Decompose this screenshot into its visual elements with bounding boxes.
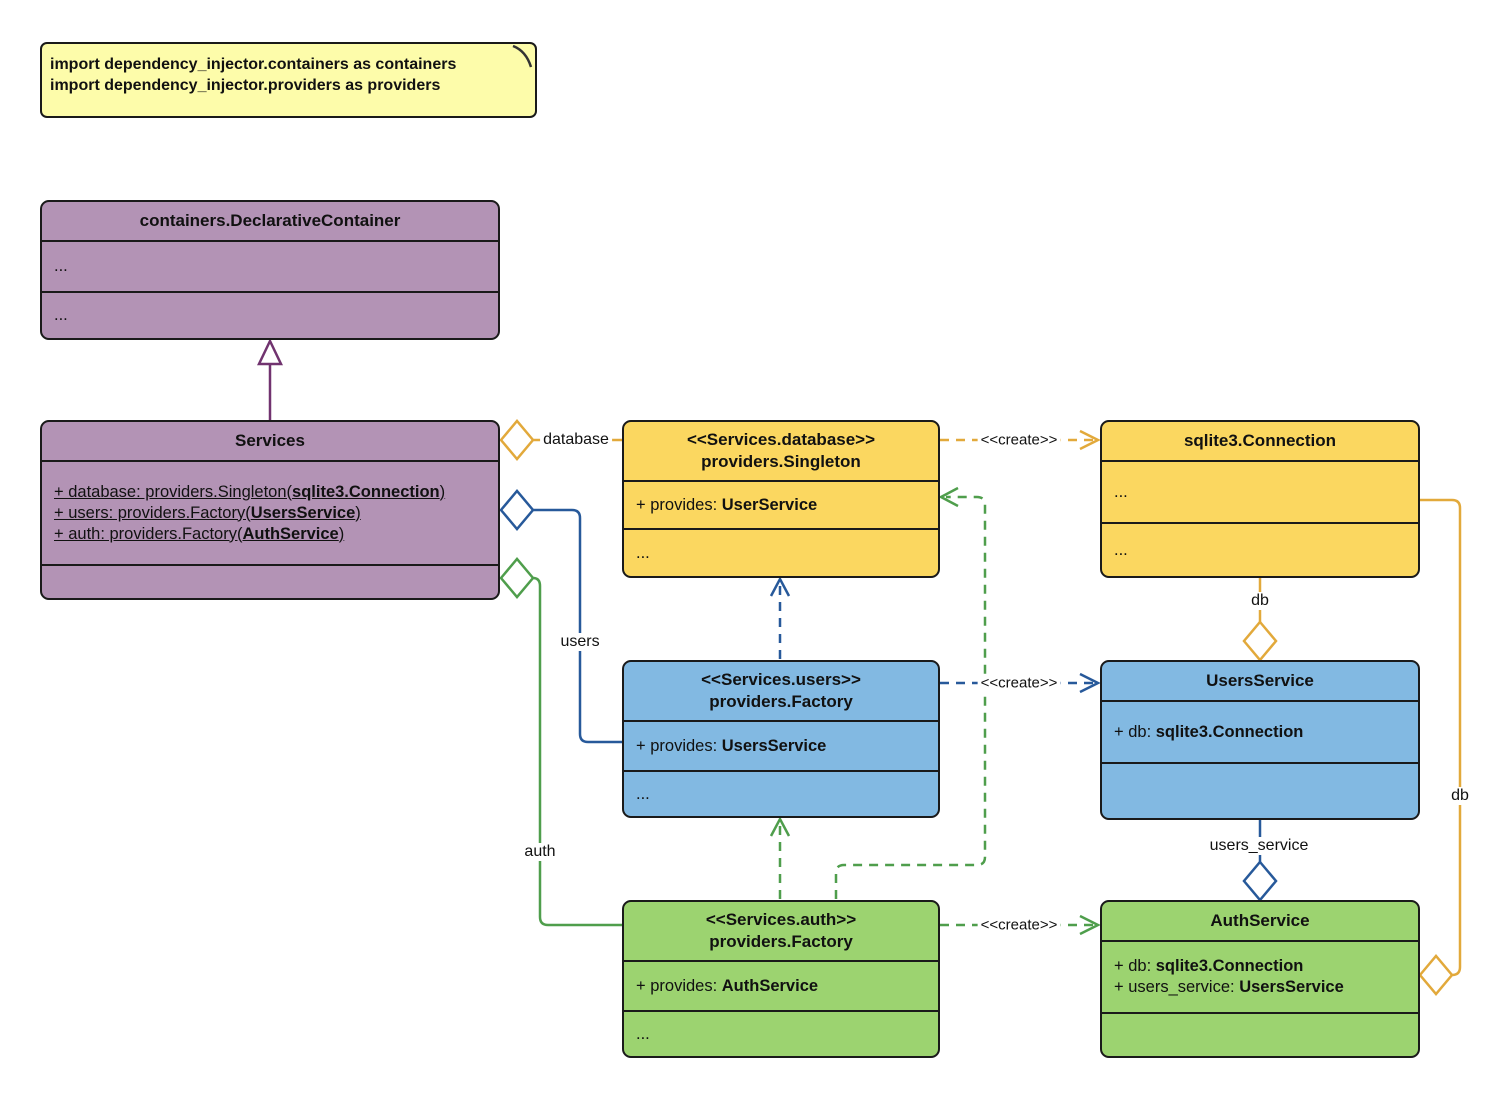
class-sqlite3-connection: sqlite3.Connection ... ... bbox=[1100, 420, 1420, 578]
attribute-provides: + provides: UsersService bbox=[636, 736, 938, 757]
class-section: ... bbox=[624, 1010, 938, 1056]
attr-text: + users_service: bbox=[1114, 978, 1240, 996]
aggregation-diamond-database-icon bbox=[499, 419, 535, 461]
attr-type: UserService bbox=[721, 495, 818, 514]
edge-label-db: db bbox=[1248, 592, 1272, 610]
class-auth-service: AuthService + db: sqlite3.Connection + u… bbox=[1100, 900, 1420, 1058]
class-section: ... bbox=[1102, 522, 1418, 576]
attr-type: sqlite3.Connection bbox=[292, 482, 440, 501]
class-section: ... bbox=[624, 528, 938, 576]
attribute-provides: + provides: UserService bbox=[636, 495, 938, 516]
aggregation-diamond-auth-icon bbox=[499, 557, 535, 599]
class-title: containers.DeclarativeContainer bbox=[139, 211, 401, 230]
edge-label-create-auth: <<create>> bbox=[977, 916, 1061, 934]
class-name: providers.Factory bbox=[709, 692, 853, 711]
edge-label-db-long: db bbox=[1448, 787, 1472, 805]
class-title: <<Services.users>> providers.Factory bbox=[624, 662, 938, 720]
attr-text: + users: providers.Factory( bbox=[54, 503, 251, 522]
edge-label-create-users: <<create>> bbox=[977, 674, 1061, 692]
edge-label-database: database bbox=[540, 431, 612, 449]
arrowhead-right-yellow-icon bbox=[1079, 429, 1101, 451]
attribute-users-service: + users_service: UsersService bbox=[1114, 977, 1418, 998]
arrowhead-right-blue-icon bbox=[1079, 672, 1101, 694]
aggregation-diamond-users-icon bbox=[499, 489, 535, 531]
attribute-db: + db: sqlite3.Connection bbox=[1114, 722, 1418, 743]
class-attributes: + provides: UsersService bbox=[624, 720, 938, 770]
class-title: AuthService bbox=[1210, 911, 1310, 930]
class-section bbox=[1102, 762, 1418, 818]
attribute-users: + users: providers.Factory(UsersService) bbox=[54, 503, 498, 524]
class-attributes: + database: providers.Singleton(sqlite3.… bbox=[42, 460, 498, 564]
attribute-database: + database: providers.Singleton(sqlite3.… bbox=[54, 482, 498, 503]
attribute-db: + db: sqlite3.Connection bbox=[1114, 956, 1418, 977]
class-section: ... bbox=[42, 291, 498, 338]
edge-users bbox=[533, 508, 622, 744]
class-attributes: + provides: AuthService bbox=[624, 960, 938, 1010]
aggregation-diamond-db-icon bbox=[1242, 620, 1278, 662]
class-section: ... bbox=[624, 770, 938, 816]
class-users-service: UsersService + db: sqlite3.Connection bbox=[1100, 660, 1420, 820]
class-singleton-database: <<Services.database>> providers.Singleto… bbox=[622, 420, 940, 578]
attr-text: + provides: bbox=[636, 736, 722, 755]
attr-text: + db: bbox=[1114, 722, 1156, 741]
class-title: Services bbox=[235, 431, 305, 450]
class-title: UsersService bbox=[1206, 671, 1314, 690]
edge-label-users-service: users_service bbox=[1206, 837, 1312, 855]
class-stereotype: <<Services.auth>> bbox=[705, 910, 857, 929]
attr-text: ) bbox=[338, 524, 345, 543]
attr-type: sqlite3.Connection bbox=[1155, 957, 1304, 975]
arrowhead-left-green-icon bbox=[938, 486, 959, 508]
class-section bbox=[42, 564, 498, 598]
attr-text: + auth: providers.Factory( bbox=[54, 524, 243, 543]
import-note: import dependency_injector.containers as… bbox=[40, 42, 537, 118]
class-attributes: + db: sqlite3.Connection bbox=[1102, 700, 1418, 762]
attribute-provides: + provides: AuthService bbox=[636, 976, 938, 997]
aggregation-diamond-db-long-icon bbox=[1418, 954, 1454, 996]
aggregation-diamond-users-service-icon bbox=[1242, 860, 1278, 902]
attr-type: AuthService bbox=[242, 524, 339, 543]
class-attributes: + db: sqlite3.Connection + users_service… bbox=[1102, 940, 1418, 1012]
attribute-auth: + auth: providers.Factory(AuthService) bbox=[54, 524, 498, 545]
arrowhead-right-green-icon bbox=[1079, 914, 1101, 936]
attr-text: + database: providers.Singleton( bbox=[54, 482, 293, 501]
attr-type: UsersService bbox=[1239, 978, 1344, 996]
class-section bbox=[1102, 1012, 1418, 1056]
class-title: sqlite3.Connection bbox=[1183, 431, 1337, 450]
class-section: ... bbox=[42, 240, 498, 291]
class-section: ... bbox=[1102, 460, 1418, 522]
note-fold-icon bbox=[512, 45, 533, 68]
note-line: import dependency_injector.containers as… bbox=[50, 56, 457, 73]
attr-text: ) bbox=[439, 482, 446, 501]
attr-type: AuthService bbox=[721, 976, 819, 995]
arrowhead-up-green-icon bbox=[769, 816, 791, 837]
class-declarative-container: containers.DeclarativeContainer ... ... bbox=[40, 200, 500, 340]
class-title: <<Services.database>> providers.Singleto… bbox=[624, 422, 938, 480]
class-stereotype: <<Services.users>> bbox=[701, 670, 861, 689]
attr-text: + provides: bbox=[636, 976, 722, 995]
edge-label-create-database: <<create>> bbox=[977, 431, 1061, 449]
class-factory-users: <<Services.users>> providers.Factory + p… bbox=[622, 660, 940, 818]
class-stereotype: <<Services.database>> bbox=[686, 430, 876, 449]
attr-type: sqlite3.Connection bbox=[1155, 722, 1304, 741]
attr-text: ) bbox=[355, 503, 361, 522]
class-title: <<Services.auth>> providers.Factory bbox=[624, 902, 938, 960]
attr-text: + db: bbox=[1114, 957, 1156, 975]
edge-label-auth: auth bbox=[521, 843, 559, 861]
edge-db-long bbox=[1420, 498, 1462, 977]
class-attributes: + provides: UserService bbox=[624, 480, 938, 528]
attr-type: UsersService bbox=[250, 503, 356, 522]
attr-type: UsersService bbox=[721, 736, 827, 755]
class-name: providers.Singleton bbox=[701, 452, 861, 471]
class-name: providers.Factory bbox=[709, 932, 853, 951]
arrowhead-up-blue-icon bbox=[769, 576, 791, 597]
attr-text: + provides: bbox=[636, 495, 722, 514]
class-factory-auth: <<Services.auth>> providers.Factory + pr… bbox=[622, 900, 940, 1058]
inheritance-triangle-icon bbox=[257, 338, 283, 366]
edge-auth bbox=[532, 576, 622, 927]
edge-label-users: users bbox=[557, 633, 603, 651]
class-services: Services + database: providers.Singleton… bbox=[40, 420, 500, 600]
note-line: import dependency_injector.providers as … bbox=[50, 77, 441, 94]
